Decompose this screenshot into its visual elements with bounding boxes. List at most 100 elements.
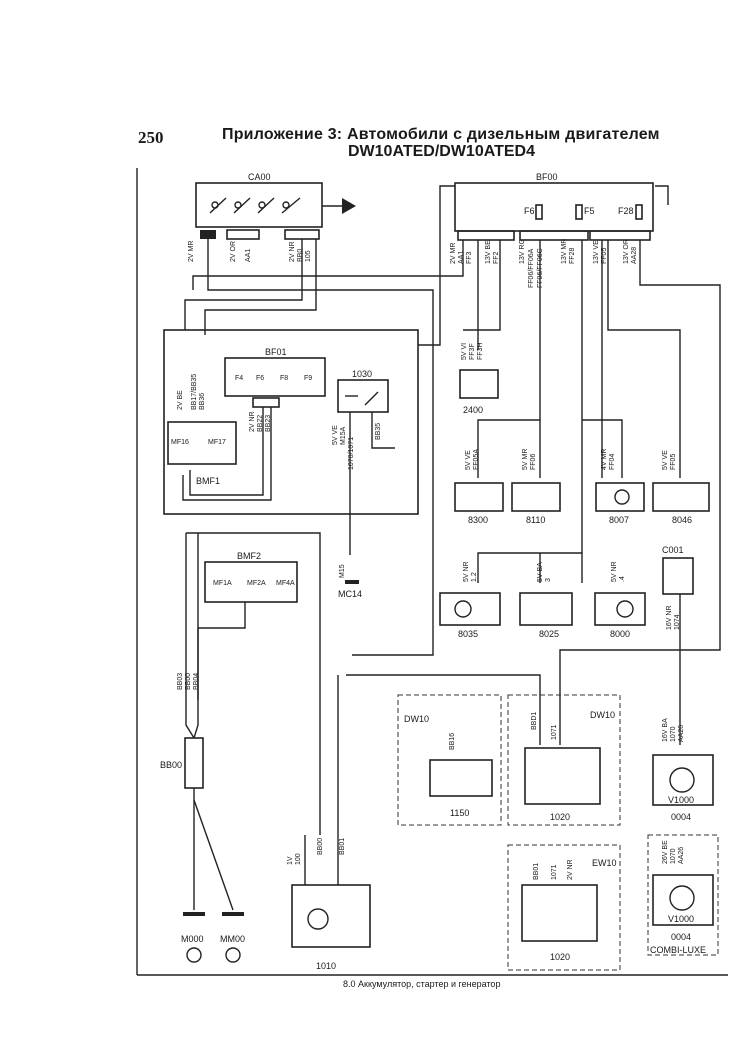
- svg-text:AA28: AA28: [631, 247, 638, 264]
- svg-text:BB36: BB36: [199, 393, 206, 410]
- svg-text:BB03: BB03: [177, 673, 184, 690]
- svg-text:BB00: BB00: [185, 673, 192, 690]
- svg-text:BB35: BB35: [375, 423, 382, 440]
- svg-text:FF28: FF28: [569, 248, 576, 264]
- sensor-8035: 8035: [439, 592, 501, 639]
- svg-text:FF05: FF05: [670, 454, 677, 470]
- svg-text:16V BA: 16V BA: [662, 718, 669, 742]
- svg-text:5V NR: 5V NR: [463, 561, 470, 582]
- svg-text:AA1: AA1: [458, 251, 465, 264]
- sensor-8300: 8300: [454, 482, 504, 525]
- svg-text:MF1A: MF1A: [213, 580, 232, 587]
- svg-text:BB01: BB01: [339, 838, 346, 855]
- svg-text:BF01: BF01: [265, 347, 287, 357]
- svg-text:3: 3: [545, 578, 552, 582]
- svg-text:F6: F6: [256, 375, 264, 382]
- ground-m000: M000: [181, 912, 205, 963]
- svg-text:BB04: BB04: [193, 673, 200, 690]
- svg-text:13V MR: 13V MR: [561, 239, 568, 264]
- bf00-fusebox: BF00 F6 F5 F28: [454, 172, 654, 241]
- svg-text:BB16: BB16: [449, 733, 456, 750]
- svg-text:FF06: FF06: [530, 454, 537, 470]
- svg-text:26V BE: 26V BE: [662, 840, 669, 864]
- svg-text:BB00: BB00: [317, 838, 324, 855]
- svg-text:5V VI: 5V VI: [461, 343, 468, 360]
- battery-bb00: BB00: [160, 737, 204, 789]
- svg-text:1071: 1071: [551, 864, 558, 880]
- instrument-v1000: V1000 0004: [652, 754, 714, 822]
- c001-connector: C001: [662, 545, 694, 595]
- svg-text:13V RG: 13V RG: [519, 239, 526, 264]
- bmf1-box: [163, 329, 419, 515]
- svg-text:1070: 1070: [670, 848, 677, 864]
- svg-text:F5: F5: [584, 206, 595, 216]
- zone-dw10-1: [397, 694, 502, 826]
- svg-text:MM00: MM00: [220, 934, 245, 944]
- svg-text:13V OR: 13V OR: [623, 239, 630, 264]
- relay-2400: 2400: [459, 369, 499, 415]
- svg-text:5V VE: 5V VE: [465, 450, 472, 470]
- svg-text:13V VE: 13V VE: [593, 240, 600, 264]
- svg-text:C001: C001: [662, 545, 684, 555]
- ground-mm00: MM00: [220, 912, 245, 963]
- svg-text:8300: 8300: [468, 515, 488, 525]
- svg-text:FF05: FF05: [601, 248, 608, 264]
- svg-text:AA26: AA26: [678, 847, 685, 864]
- zone-dw10-2: [507, 694, 621, 826]
- svg-text:COMBI-LUXE: COMBI-LUXE: [650, 945, 706, 955]
- svg-text:5V MR: 5V MR: [522, 449, 529, 470]
- bmf2-fusebox: BMF2 MF1A MF2A MF4A: [204, 551, 298, 603]
- svg-text:BBD1: BBD1: [531, 712, 538, 730]
- svg-text:1020: 1020: [550, 952, 570, 962]
- svg-text:2V MR: 2V MR: [188, 241, 195, 262]
- svg-text:FF3F: FF3F: [469, 343, 476, 360]
- page-subtitle: DW10ATED/DW10ATED4: [348, 143, 535, 160]
- svg-text:BB01: BB01: [533, 863, 540, 880]
- page-footer: 8.0 Аккумулятор, стартер и генератор: [343, 979, 501, 989]
- zone-ew10: [507, 844, 621, 971]
- label-ca00: CA00: [248, 172, 271, 182]
- sensor-8007: 8007: [595, 482, 645, 525]
- sensor-8110: 8110: [511, 482, 561, 525]
- starter-1010: 1010: [291, 884, 371, 971]
- svg-text:1150: 1150: [450, 808, 469, 818]
- unit-1150: 1150: [429, 759, 493, 818]
- svg-text:M000: M000: [181, 934, 204, 944]
- svg-text:16V NR: 16V NR: [666, 605, 673, 630]
- sensor-8046: 8046: [652, 482, 710, 525]
- bmf1-fusebox: BMF1 MF16 MF17: [167, 421, 237, 486]
- svg-text:1070/1071: 1070/1071: [348, 437, 355, 470]
- svg-text:1020: 1020: [550, 812, 570, 822]
- svg-text:2V NR: 2V NR: [289, 241, 296, 262]
- svg-text:BB22: BB22: [257, 415, 264, 432]
- svg-text:8046: 8046: [672, 515, 692, 525]
- svg-text:1V: 1V: [287, 856, 294, 865]
- svg-text:5V NR: 5V NR: [611, 561, 618, 582]
- svg-text:8110: 8110: [526, 515, 545, 525]
- svg-text:FF06/FF06A: FF06/FF06A: [528, 248, 535, 288]
- svg-text:4V MR: 4V MR: [601, 449, 608, 470]
- page-number: 250: [138, 128, 164, 147]
- svg-text:2V NR: 2V NR: [567, 859, 574, 880]
- svg-text:1030: 1030: [352, 369, 372, 379]
- svg-text:F6: F6: [524, 206, 535, 216]
- svg-text:MF16: MF16: [171, 439, 189, 446]
- svg-text:BMF1: BMF1: [196, 476, 220, 486]
- svg-text:M15: M15: [339, 564, 346, 578]
- alternator-1020: 1020: [524, 747, 601, 822]
- svg-text:1074: 1074: [674, 614, 681, 630]
- svg-text:0004: 0004: [671, 932, 691, 942]
- svg-text:2V OR: 2V OR: [230, 241, 237, 262]
- svg-text:MF2A: MF2A: [247, 580, 266, 587]
- sensor-8025: 8025: [519, 592, 573, 639]
- svg-text:V1000: V1000: [668, 795, 694, 805]
- svg-text:8025: 8025: [539, 629, 559, 639]
- alternator-1020-ew10: 1020: [521, 884, 598, 962]
- svg-text:1.2: 1.2: [471, 572, 478, 582]
- bf01-fusebox: BF01 F4 F6 F8 F9: [224, 347, 326, 408]
- svg-text:DW10: DW10: [404, 714, 429, 724]
- svg-text:13V BE: 13V BE: [485, 240, 492, 264]
- svg-text:AA1: AA1: [245, 249, 252, 262]
- svg-text:BB23: BB23: [265, 415, 272, 432]
- svg-text:MF4A: MF4A: [276, 580, 295, 587]
